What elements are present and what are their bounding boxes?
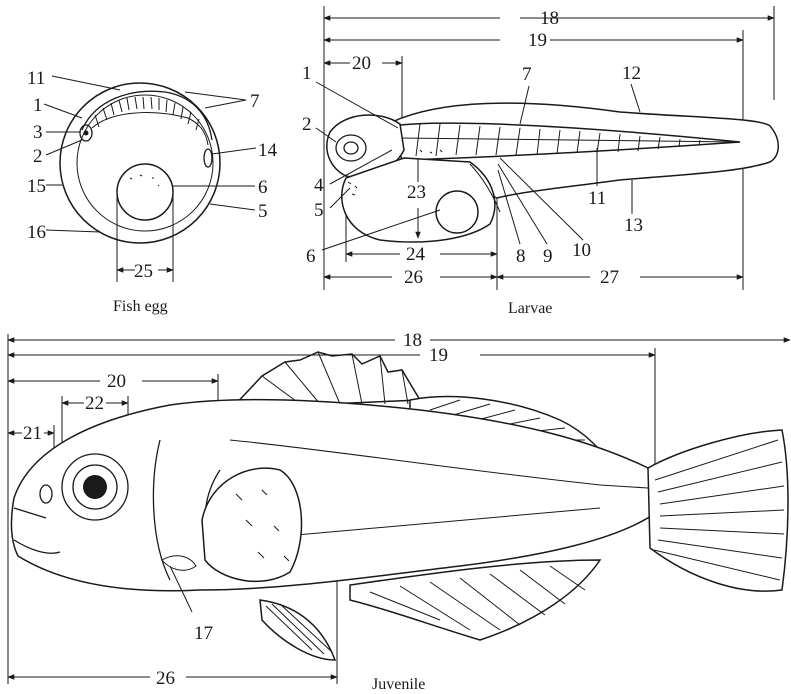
larva-label-26: 26 bbox=[404, 267, 423, 288]
larva-label-27: 27 bbox=[600, 267, 619, 288]
egg-leader-7a bbox=[185, 92, 246, 100]
larva-label-5: 5 bbox=[314, 200, 324, 221]
egg-leader-16 bbox=[46, 230, 100, 232]
larva-label-8: 8 bbox=[516, 246, 526, 267]
egg-label-3: 3 bbox=[33, 122, 43, 143]
juvenile-caption: Juvenile bbox=[372, 676, 425, 693]
larva-label-2: 2 bbox=[302, 114, 312, 135]
egg-embryo-lens bbox=[84, 131, 89, 136]
larva-label-13: 13 bbox=[624, 215, 643, 236]
larva-label-1: 1 bbox=[302, 63, 312, 84]
larva-label-19: 19 bbox=[528, 30, 547, 51]
egg-label-15: 15 bbox=[27, 176, 46, 197]
fish-egg-figure: 11 1 3 2 15 16 7 14 6 5 25 Fish egg bbox=[27, 68, 278, 315]
juv-label-18: 18 bbox=[403, 330, 422, 351]
juv-label-19: 19 bbox=[429, 345, 448, 366]
larva-label-20: 20 bbox=[352, 53, 371, 74]
egg-label-25: 25 bbox=[134, 261, 153, 282]
larva-label-23: 23 bbox=[407, 182, 426, 203]
juv-pelvic-fin bbox=[260, 600, 335, 660]
juv-label-22: 22 bbox=[85, 393, 104, 414]
larva-leader-12 bbox=[631, 84, 640, 112]
egg-label-1: 1 bbox=[33, 95, 43, 116]
larva-label-6: 6 bbox=[306, 246, 316, 267]
larva-figure: 18 19 1 20 7 12 2 4 5 6 23 24 26 27 8 9 … bbox=[302, 6, 778, 317]
larva-label-11: 11 bbox=[588, 188, 606, 209]
juv-eye-pupil bbox=[83, 475, 107, 499]
larva-label-18: 18 bbox=[540, 8, 559, 29]
egg-label-11: 11 bbox=[27, 68, 45, 89]
egg-leader-5 bbox=[210, 204, 255, 210]
larva-caption: Larvae bbox=[508, 300, 552, 317]
egg-label-5: 5 bbox=[258, 201, 268, 222]
juv-label-20: 20 bbox=[107, 371, 126, 392]
egg-leader-11 bbox=[52, 76, 120, 90]
egg-leader-7b bbox=[205, 100, 246, 108]
juv-label-21: 21 bbox=[23, 423, 42, 444]
larva-label-7: 7 bbox=[522, 64, 532, 85]
larva-label-12: 12 bbox=[622, 63, 641, 84]
egg-label-2: 2 bbox=[33, 146, 43, 167]
larva-label-10: 10 bbox=[572, 240, 591, 261]
larva-label-4: 4 bbox=[314, 175, 324, 196]
larva-label-24: 24 bbox=[406, 244, 426, 265]
egg-oil-globule bbox=[117, 164, 173, 220]
larva-label-9: 9 bbox=[543, 246, 553, 267]
egg-label-16: 16 bbox=[27, 222, 46, 243]
egg-label-7: 7 bbox=[250, 91, 260, 112]
juv-label-26: 26 bbox=[156, 668, 175, 689]
egg-label-14: 14 bbox=[258, 140, 278, 161]
egg-leader-1 bbox=[44, 104, 82, 118]
juvenile-figure: 18 19 20 22 21 17 26 Juvenile bbox=[8, 330, 790, 693]
egg-label-6: 6 bbox=[258, 177, 268, 198]
larva-oil-globule bbox=[436, 191, 478, 233]
egg-caption: Fish egg bbox=[113, 298, 168, 315]
juv-label-17: 17 bbox=[194, 623, 213, 644]
